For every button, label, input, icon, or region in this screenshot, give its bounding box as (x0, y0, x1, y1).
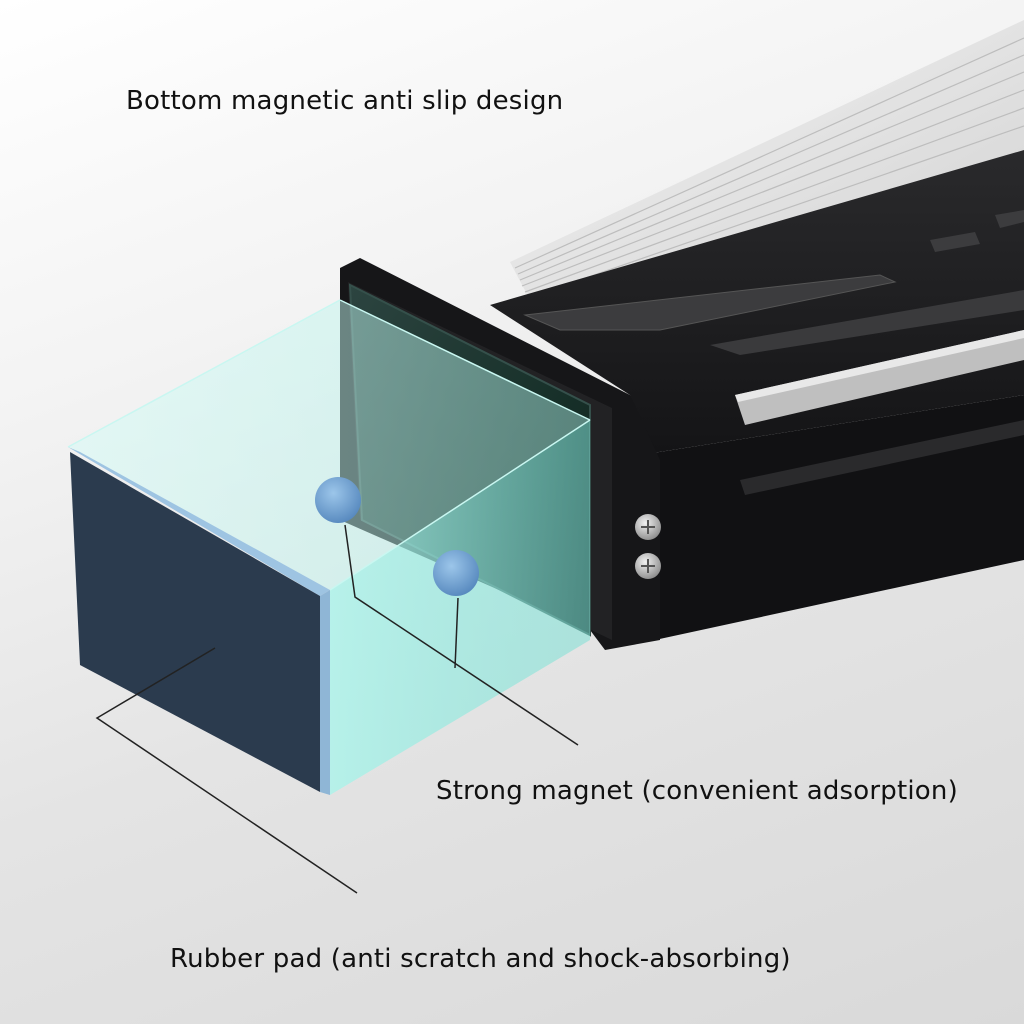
screw-icon (635, 514, 661, 579)
caption-rubber-pad: Rubber pad (anti scratch and shock-absor… (170, 944, 791, 974)
rubber-pad (68, 447, 330, 795)
magnet-dot-icon (315, 477, 361, 523)
leader-lines (95, 524, 579, 894)
magnet-dot-icon (433, 550, 479, 596)
support-arm (490, 150, 1024, 640)
caption-magnet: Strong magnet (convenient adsorption) (436, 776, 958, 806)
caption-title: Bottom magnetic anti slip design (126, 86, 564, 116)
cooling-fins (510, 20, 1024, 300)
